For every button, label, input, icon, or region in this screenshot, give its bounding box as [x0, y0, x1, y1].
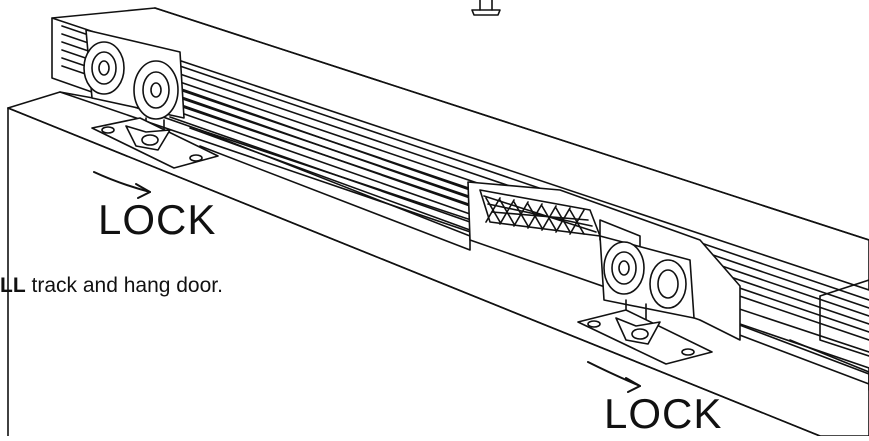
mounting-bracket-icon [577, 309, 713, 365]
instruction-rest: track and hang door. [25, 274, 223, 297]
mounting-bracket-icon [91, 117, 219, 169]
instruction-bold: LL [0, 274, 26, 297]
right-roller-assembly [577, 235, 713, 365]
lock-label-right: LOCK [604, 390, 723, 437]
left-roller-assembly [83, 29, 219, 169]
soft-close-mechanism [479, 189, 641, 253]
roller-wheel-icon [603, 241, 645, 295]
lock-label-left: LOCK [98, 196, 217, 243]
instruction-text: LL track and hang door. [0, 274, 223, 298]
roller-wheel-icon [649, 259, 687, 309]
screw-icon [471, 0, 501, 16]
roller-wheel-icon [83, 41, 125, 95]
arrow-icon [587, 361, 641, 393]
arrow-icon [93, 171, 151, 199]
roller-wheel-icon [133, 60, 179, 120]
